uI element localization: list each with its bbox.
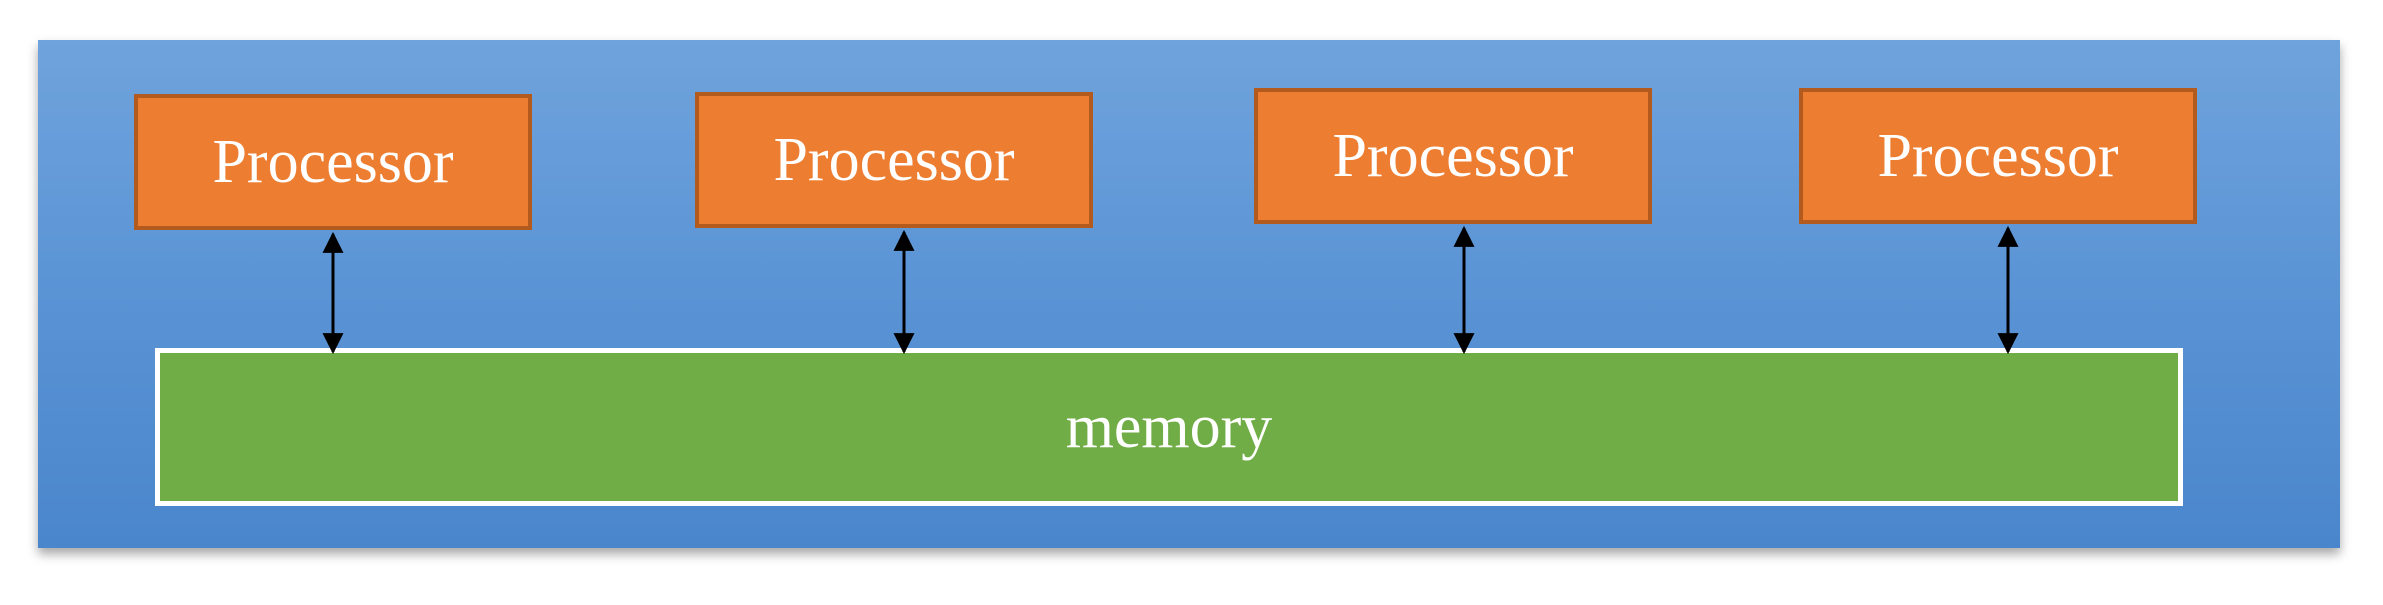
memory-box: memory (155, 348, 2183, 506)
processor-box-1: Processor (134, 94, 532, 230)
processor-label-1: Processor (212, 128, 454, 196)
processor-box-3: Processor (1254, 88, 1652, 224)
processor-label-4: Processor (1877, 122, 2119, 190)
processor-box-2: Processor (695, 92, 1093, 228)
processor-label-2: Processor (773, 126, 1015, 194)
processor-box-4: Processor (1799, 88, 2197, 224)
processor-label-3: Processor (1332, 122, 1574, 190)
memory-label: memory (1065, 393, 1273, 461)
